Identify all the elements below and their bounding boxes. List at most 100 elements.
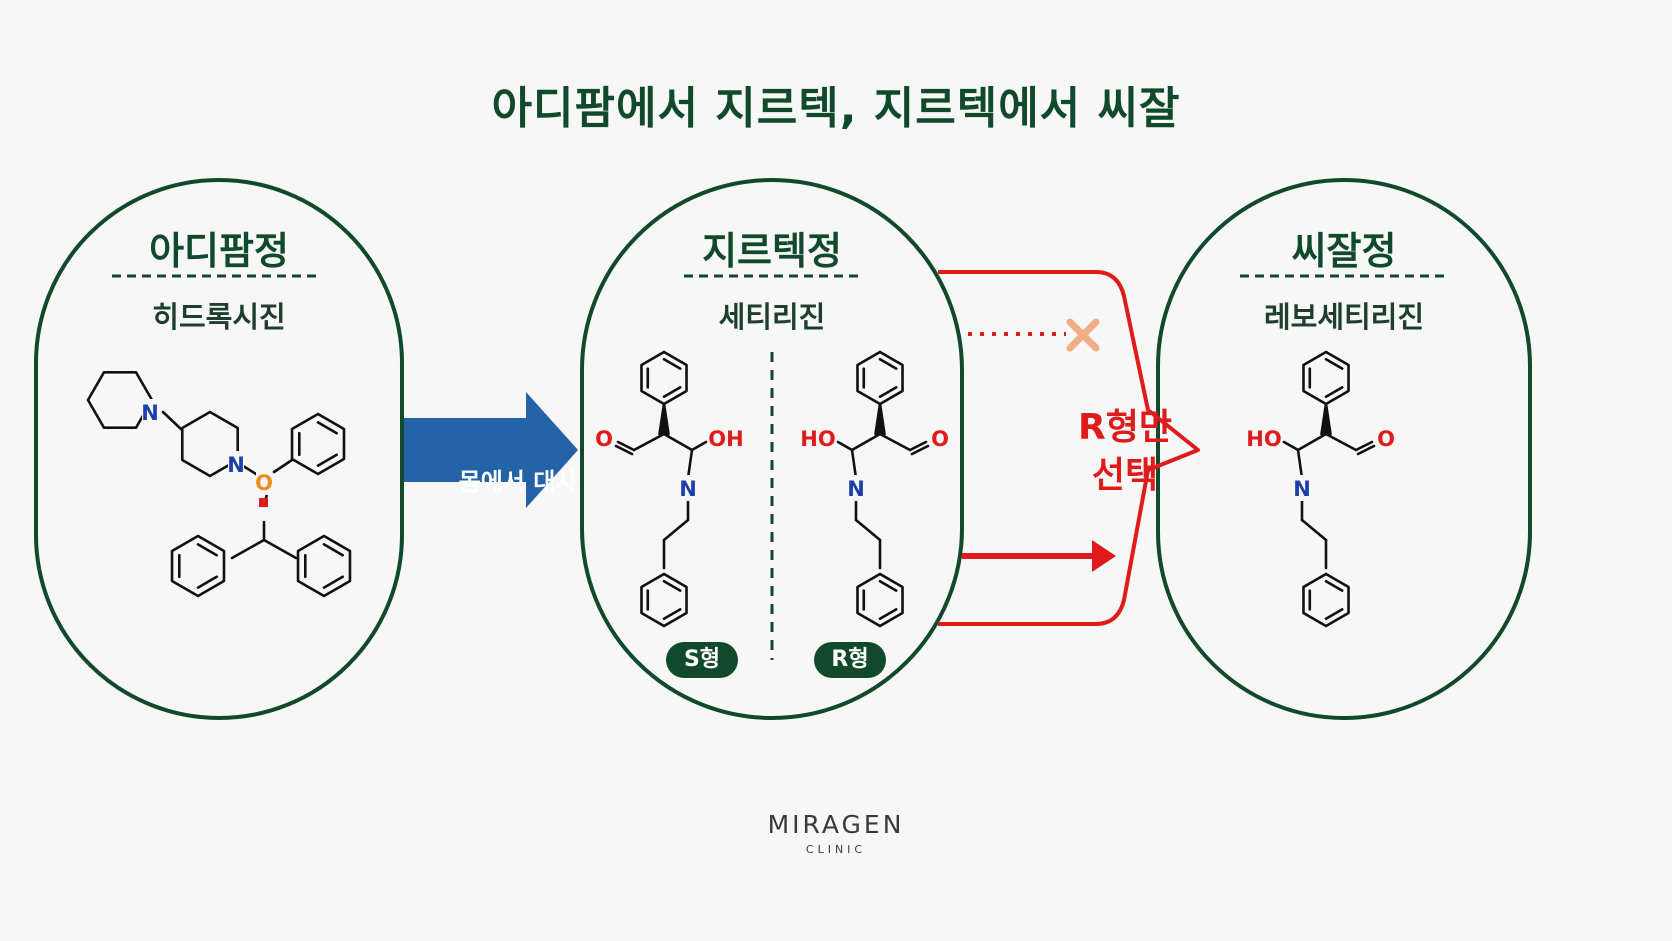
panel-2-compound: 세티리진: [718, 300, 826, 334]
bond: [616, 440, 636, 452]
s-cetirizine-oxygen-label-bg: [596, 425, 612, 451]
nitrogen-label-bg: [228, 451, 244, 477]
bond: [1296, 448, 1304, 480]
bond: [854, 518, 882, 542]
s-cetirizine-hydroxyl-label-bg: [710, 425, 742, 451]
bond: [662, 518, 690, 542]
panel-3-name: 씨잘정: [1291, 229, 1397, 273]
bond: [262, 538, 298, 560]
double-bond: [878, 386, 898, 399]
bond: [662, 432, 694, 452]
double-bond: [1356, 444, 1376, 456]
hydroxyzine-panel: [34, 178, 404, 720]
bond: [850, 448, 858, 480]
radical-dot: [259, 498, 268, 507]
double-bond: [878, 357, 898, 370]
bond: [1296, 432, 1328, 452]
r-cetirizine-nitrogen-label-bg: [848, 475, 864, 501]
phenyl-ring-left: [170, 534, 226, 598]
double-bond: [878, 608, 898, 621]
double-bond: [662, 579, 682, 592]
selection-bracket: [938, 270, 1200, 626]
bond: [230, 538, 266, 560]
bond: [1300, 518, 1328, 542]
bond: [836, 440, 854, 452]
double-bond: [196, 575, 219, 589]
phenyl-ring: [290, 412, 346, 476]
r-cetirizine-oxygen-label-bg: [932, 425, 948, 451]
r-cetirizine-oxygen-label: O: [931, 427, 949, 451]
phenyl-ring-right: [296, 534, 352, 598]
selection-label-line-1: R형만: [1078, 407, 1172, 448]
r-cetirizine-phenyl-bottom: [856, 572, 904, 628]
s-cetirizine-oxygen-label: O: [595, 427, 613, 451]
bond: [690, 440, 708, 452]
r-cetirizine-hydroxyl-label: HO: [800, 427, 835, 451]
double-bond: [662, 608, 682, 621]
piperidine-ring: [86, 370, 154, 430]
bond: [878, 432, 912, 452]
nitrogen-label: N: [227, 453, 245, 477]
double-bond: [322, 575, 345, 589]
levocetirizine-panel: [1156, 178, 1532, 720]
double-bond: [316, 453, 339, 467]
oxygen-label: O: [255, 471, 273, 495]
s-cetirizine-phenyl-bottom: [640, 572, 688, 628]
double-bond: [1324, 386, 1344, 399]
logo-wordmark: MIRAGEN: [767, 810, 905, 839]
bond: [908, 440, 928, 452]
levocetirizine-nitrogen-label: N: [1293, 477, 1311, 501]
cetirizine-panel: [580, 178, 964, 720]
levocetirizine-phenyl-bottom: [1302, 572, 1350, 628]
selection-label-line-2: 선택: [1091, 455, 1159, 496]
bond: [632, 432, 666, 452]
levocetirizine-hydroxyl-label-bg: [1248, 425, 1280, 451]
bond: [1324, 432, 1358, 452]
clinic-logo: MIRAGEN CLINIC: [0, 810, 1672, 856]
panel-3-compound: 레보세티리진: [1263, 300, 1425, 334]
double-bond: [1324, 357, 1344, 370]
s-cetirizine-nitrogen-label: N: [679, 477, 697, 501]
r-cetirizine-hydroxyl-label-bg: [802, 425, 834, 451]
metabolism-label: 몸에서 대사: [458, 468, 578, 496]
levocetirizine-oxygen-label: O: [1377, 427, 1395, 451]
double-bond: [910, 444, 930, 456]
double-bond: [316, 421, 339, 435]
piperazine-ring: [180, 410, 240, 478]
double-bond: [662, 357, 682, 370]
bond: [161, 410, 184, 432]
levocetirizine-wedge: [1320, 402, 1332, 436]
levocetirizine-hydroxyl-label: HO: [1246, 427, 1281, 451]
double-bond: [878, 579, 898, 592]
oxygen-label-bg: [256, 469, 272, 495]
cross-icon: [1066, 318, 1100, 352]
nitrogen-label-bg: [142, 399, 158, 425]
levocetirizine-oxygen-label-bg: [1378, 425, 1394, 451]
bond: [686, 448, 694, 480]
double-bond: [322, 543, 345, 557]
bond: [1282, 440, 1300, 452]
r-isomer-badge: R형: [814, 642, 886, 678]
double-bond: [196, 543, 219, 557]
r-cetirizine-wedge: [874, 402, 886, 436]
levocetirizine-nitrogen-label-bg: [1294, 475, 1310, 501]
bond: [272, 458, 294, 474]
s-isomer-badge: S형: [666, 642, 738, 678]
double-bond: [614, 444, 634, 456]
panel-1-name: 아디팜정: [149, 229, 289, 273]
double-bond: [1324, 579, 1344, 592]
s-cetirizine-hydroxyl-label: OH: [708, 427, 743, 451]
double-bond: [662, 386, 682, 399]
r-cetirizine-nitrogen-label: N: [847, 477, 865, 501]
logo-subtitle: CLINIC: [805, 843, 867, 856]
panel-1-compound: 히드록시진: [152, 300, 286, 334]
s-cetirizine-nitrogen-label-bg: [680, 475, 696, 501]
nitrogen-label: N: [141, 401, 159, 425]
page-title: 아디팜에서 지르텍, 지르텍에서 씨잘: [491, 83, 1181, 134]
double-bond: [1324, 608, 1344, 621]
selected-r-arrow-head: [1092, 540, 1116, 572]
panel-2-name: 지르텍정: [702, 229, 842, 273]
metabolism-arrow: [404, 392, 578, 508]
